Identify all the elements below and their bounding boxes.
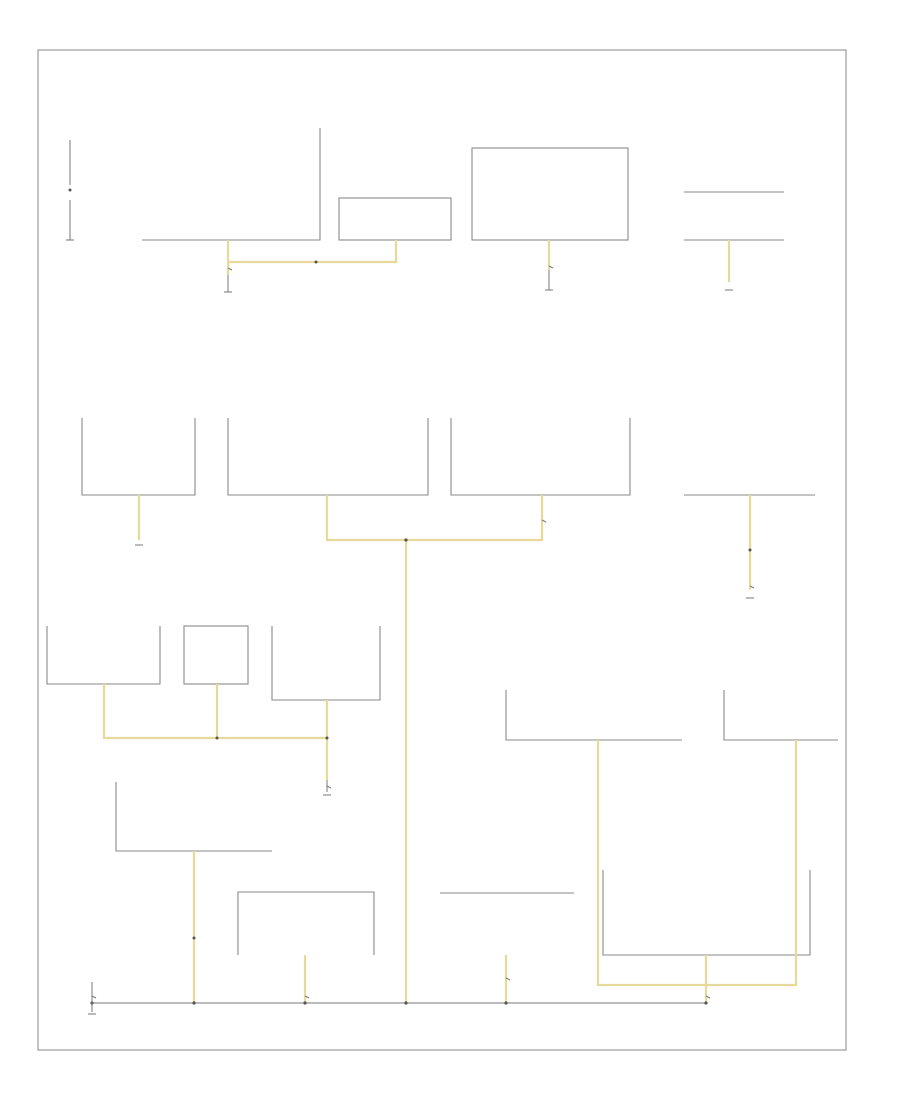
module-box-mid-1 — [81, 418, 196, 496]
module-box-mid-2 — [227, 418, 429, 496]
wire-top-1 — [226, 240, 398, 275]
module-box-low-2 — [183, 625, 249, 685]
connector-ticks — [91, 265, 755, 999]
module-box-bottom-4 — [602, 870, 811, 956]
module-box-bottom-1 — [115, 782, 272, 852]
module-box-right-1 — [505, 690, 682, 741]
wire-right-loop — [596, 740, 798, 987]
module-box-top-4 — [684, 191, 784, 241]
module-box-top-3 — [471, 147, 629, 241]
module-box-low-1 — [46, 626, 161, 685]
module-box-right-2 — [723, 690, 838, 741]
module-box-top-2 — [338, 197, 452, 241]
module-box-bottom-2 — [237, 891, 375, 955]
wire-low-bus — [102, 684, 329, 780]
module-box-mid-3 — [450, 418, 631, 496]
diagram-frame — [37, 49, 847, 1051]
module-box-top-1 — [142, 128, 321, 241]
top-left-switch-component — [66, 140, 74, 241]
module-box-low-3 — [271, 626, 381, 701]
wire-mid-bus — [325, 495, 544, 1003]
